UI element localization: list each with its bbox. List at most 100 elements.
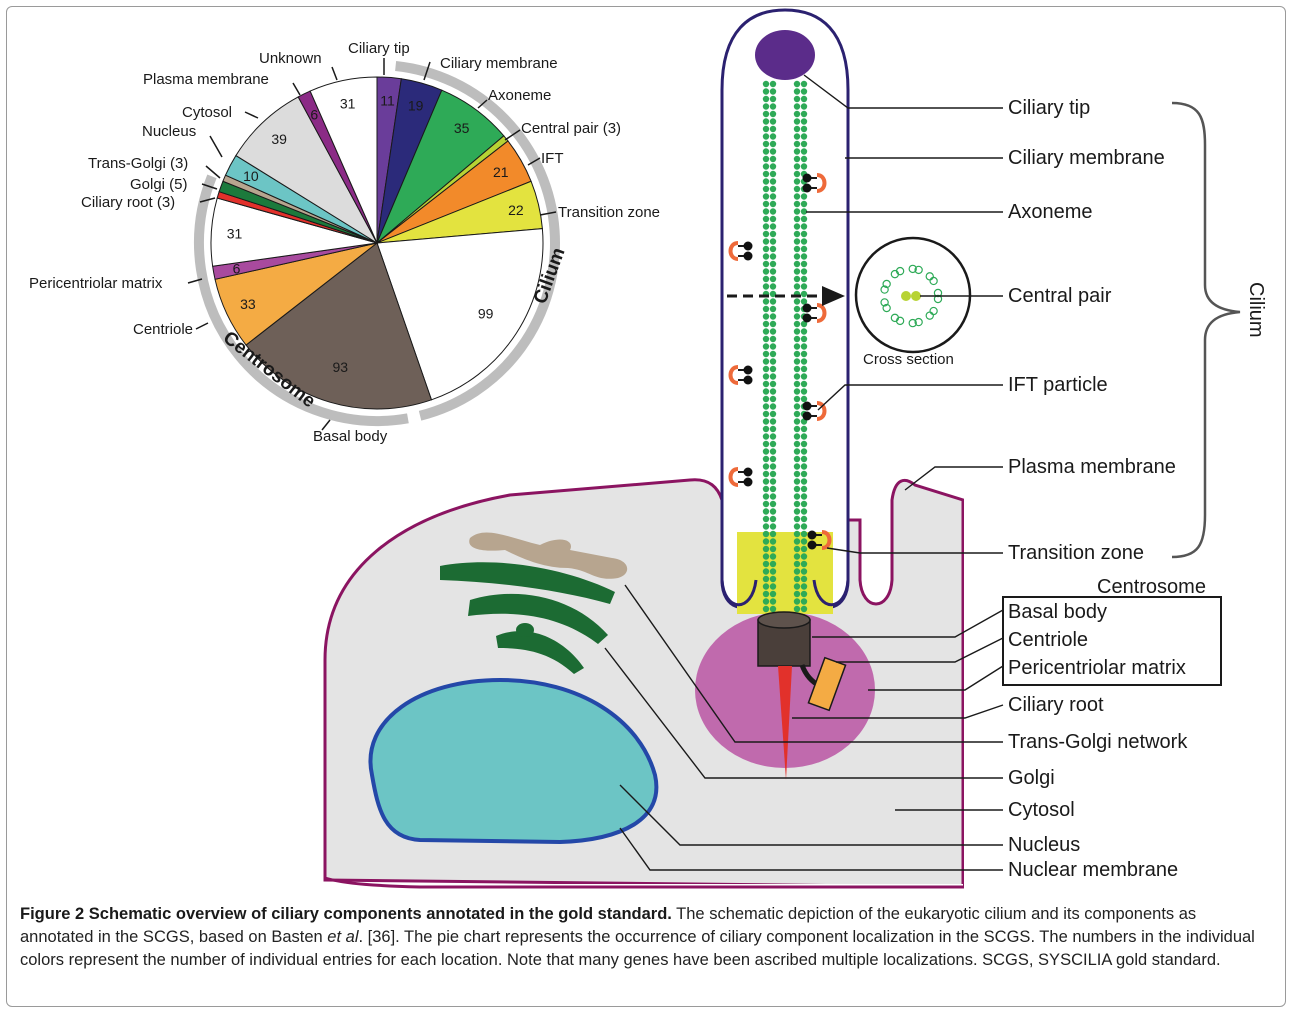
pie-label-ciliary-tip: Ciliary tip	[348, 40, 410, 57]
microtubule-dot	[801, 96, 807, 102]
microtubule-dot	[763, 418, 769, 424]
label-golgi: Golgi	[1008, 767, 1055, 789]
microtubule-dot	[794, 88, 800, 94]
microtubule-dot	[770, 523, 776, 529]
microtubule-dot	[801, 486, 807, 492]
label-cilium: Cilium	[1245, 282, 1267, 338]
microtubule-dot	[770, 531, 776, 537]
microtubule-dot	[794, 111, 800, 117]
microtubule-dot	[770, 111, 776, 117]
microtubule-dot	[770, 576, 776, 582]
microtubule-dot	[763, 598, 769, 604]
microtubule-dot	[794, 411, 800, 417]
microtubule-dot	[801, 546, 807, 552]
microtubule-dot	[770, 463, 776, 469]
microtubule-dot	[763, 508, 769, 514]
label-nucleus: Nucleus	[1008, 834, 1080, 856]
microtubule-dot	[763, 141, 769, 147]
pie-value-label: 99	[478, 305, 494, 321]
microtubule-dot	[770, 148, 776, 154]
pie-value-label: 31	[227, 225, 243, 241]
microtubule-dot	[763, 493, 769, 499]
microtubule-dot	[763, 381, 769, 387]
microtubule-dot	[763, 471, 769, 477]
microtubule-dot	[763, 268, 769, 274]
microtubule-dot	[801, 88, 807, 94]
microtubule-dot	[801, 358, 807, 364]
microtubule-dot	[801, 456, 807, 462]
microtubule-dot	[770, 328, 776, 334]
microtubule-dot	[794, 441, 800, 447]
microtubule-dot	[801, 276, 807, 282]
microtubule-dot	[763, 238, 769, 244]
microtubule-dot	[794, 336, 800, 342]
microtubule-dot	[794, 583, 800, 589]
microtubule-dot	[794, 133, 800, 139]
microtubule-dot	[770, 88, 776, 94]
microtubule-dot	[763, 306, 769, 312]
microtubule-dot	[801, 231, 807, 237]
microtubule-dot	[763, 328, 769, 334]
microtubule-dot	[763, 81, 769, 87]
microtubule-dot	[794, 486, 800, 492]
microtubule-dot	[794, 388, 800, 394]
microtubule-dot	[794, 186, 800, 192]
microtubule-dot	[794, 373, 800, 379]
microtubule-dot	[794, 598, 800, 604]
label-ciliary-tip: Ciliary tip	[1008, 97, 1090, 119]
microtubule-dot	[763, 553, 769, 559]
microtubule-dot	[763, 441, 769, 447]
microtubule-dot	[763, 591, 769, 597]
microtubule-dot	[770, 396, 776, 402]
microtubule-dot	[770, 133, 776, 139]
microtubule-dot	[770, 193, 776, 199]
microtubule-dot	[794, 426, 800, 432]
microtubule-dot	[794, 298, 800, 304]
microtubule-dot	[770, 163, 776, 169]
microtubule-dot	[794, 358, 800, 364]
microtubule-dot	[770, 201, 776, 207]
microtubule-dot	[763, 126, 769, 132]
microtubule-dot	[763, 358, 769, 364]
microtubule-dot	[770, 441, 776, 447]
microtubule-dot	[770, 456, 776, 462]
pie-value-label: 93	[333, 359, 349, 375]
microtubule-dot	[763, 531, 769, 537]
microtubule-dot	[794, 471, 800, 477]
microtubule-dot	[770, 336, 776, 342]
microtubule-dot	[763, 171, 769, 177]
microtubule-dot	[801, 328, 807, 334]
microtubule-dot	[794, 576, 800, 582]
microtubule-dot	[770, 103, 776, 109]
microtubule-dot	[794, 553, 800, 559]
microtubule-dot	[794, 516, 800, 522]
microtubule-dot	[770, 493, 776, 499]
microtubule-dot	[770, 561, 776, 567]
microtubule-dot	[794, 103, 800, 109]
microtubule-dot	[794, 456, 800, 462]
microtubule-dot	[770, 546, 776, 552]
microtubule-dot	[794, 253, 800, 259]
figure-caption: Figure 2 Schematic overview of ciliary c…	[20, 903, 1270, 972]
microtubule-dot	[763, 186, 769, 192]
microtubule-dot	[801, 471, 807, 477]
label-trans-golgi: Trans-Golgi network	[1008, 731, 1188, 753]
microtubule-dot	[801, 493, 807, 499]
microtubule-dot	[763, 321, 769, 327]
microtubule-dot	[794, 126, 800, 132]
microtubule-dot	[770, 126, 776, 132]
pie-label-cytosol: Cytosol	[182, 104, 232, 121]
microtubule-dot	[794, 493, 800, 499]
label-pericentriolar-matrix: Pericentriolar matrix	[1008, 657, 1186, 679]
microtubule-dot	[770, 486, 776, 492]
microtubule-dot	[801, 201, 807, 207]
microtubule-dot	[763, 313, 769, 319]
microtubule-dot	[794, 178, 800, 184]
microtubule-dot	[763, 478, 769, 484]
microtubule-dot	[801, 351, 807, 357]
microtubule-dot	[763, 366, 769, 372]
microtubule-dot	[763, 298, 769, 304]
microtubule-dot	[801, 268, 807, 274]
microtubule-dot	[770, 253, 776, 259]
cross-section-label: Cross section	[863, 351, 954, 368]
